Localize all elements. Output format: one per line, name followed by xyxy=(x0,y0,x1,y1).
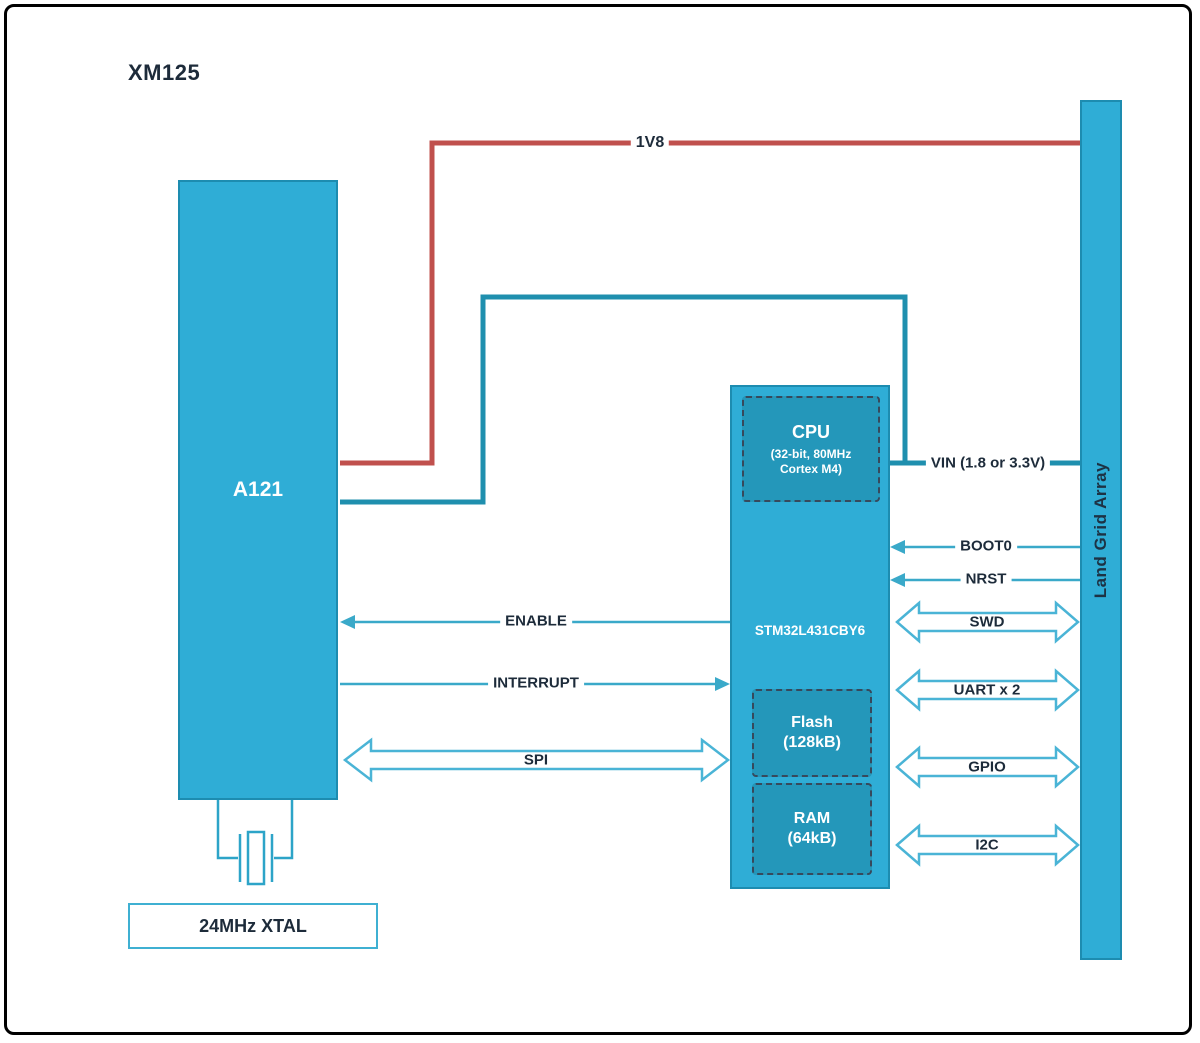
label-boot0: BOOT0 xyxy=(955,537,1017,555)
mcu-block: CPU (32-bit, 80MHz Cortex M4) STM32L431C… xyxy=(730,385,890,889)
label-i2c: I2C xyxy=(975,836,999,854)
flash-size: (128kB) xyxy=(783,734,841,751)
land-grid-array-block: Land Grid Array xyxy=(1080,100,1122,960)
label-uart: UART x 2 xyxy=(953,681,1021,699)
cpu-detail-line2: Cortex M4) xyxy=(779,461,842,476)
land-grid-array-label: Land Grid Array xyxy=(1091,461,1110,599)
a121-label: A121 xyxy=(232,478,284,501)
a121-block: A121 xyxy=(178,180,338,800)
label-enable: ENABLE xyxy=(500,612,572,630)
label-swd: SWD xyxy=(969,613,1005,631)
ram-label: RAM xyxy=(793,810,831,827)
cpu-subblock: CPU (32-bit, 80MHz Cortex M4) xyxy=(742,396,880,502)
xtal-box: 24MHz XTAL xyxy=(128,903,378,949)
label-gpio: GPIO xyxy=(968,758,1006,776)
label-spi: SPI xyxy=(523,751,549,769)
label-nrst: NRST xyxy=(960,570,1012,588)
flash-subblock: Flash (128kB) xyxy=(752,689,872,777)
xtal-label: 24MHz XTAL xyxy=(199,915,307,936)
label-1v8: 1V8 xyxy=(630,134,670,152)
flash-label: Flash xyxy=(791,714,833,731)
label-vin: VIN (1.8 or 3.3V) xyxy=(925,454,1051,472)
ram-subblock: RAM (64kB) xyxy=(752,783,872,875)
mcu-part-number: STM32L431CBY6 xyxy=(754,623,866,638)
cpu-label: CPU xyxy=(791,422,830,443)
diagram-border xyxy=(4,4,1192,1035)
label-interrupt: INTERRUPT xyxy=(488,674,584,692)
ram-size: (64kB) xyxy=(787,830,837,847)
cpu-detail-line1: (32-bit, 80MHz xyxy=(770,446,852,461)
diagram-title: XM125 xyxy=(128,60,201,85)
